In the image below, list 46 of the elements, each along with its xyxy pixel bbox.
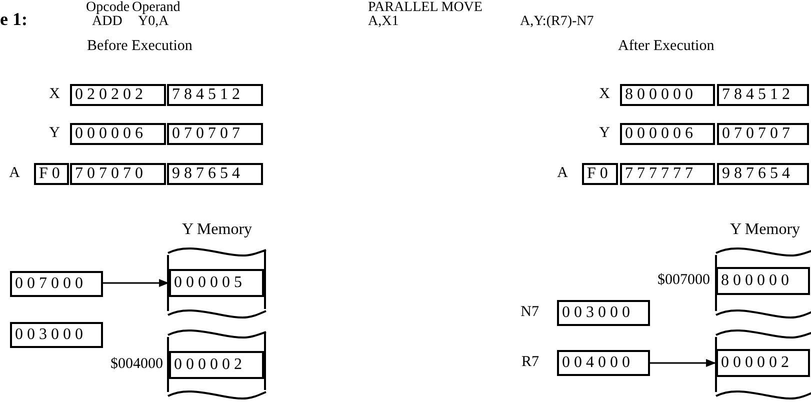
text-label: A,X1 xyxy=(368,14,399,30)
register-cell: 784512 xyxy=(717,84,809,106)
text-label: ADD xyxy=(92,14,122,30)
register-label: A xyxy=(557,165,568,182)
register-cell: 784512 xyxy=(167,84,263,106)
arrow xyxy=(650,359,716,367)
text-label: Opcode xyxy=(86,0,130,16)
register-cell: 020202 xyxy=(70,84,166,106)
memory-cell: 000002 xyxy=(169,351,264,379)
register-cell: 070707 xyxy=(167,123,263,145)
text-label: Operand xyxy=(132,0,180,16)
register-cell: 003000 xyxy=(557,300,650,326)
text-label: A,Y:(R7)-N7 xyxy=(520,14,594,30)
register-cell: F0 xyxy=(34,163,69,185)
register-label: X xyxy=(49,86,60,103)
register-cell: 000006 xyxy=(70,123,166,145)
register-cell: 070707 xyxy=(717,123,809,145)
address-label: $007000 xyxy=(658,272,710,289)
memory-heading: Y Memory xyxy=(728,221,802,239)
memory-cell: 800000 xyxy=(716,267,810,295)
register-cell: 707070 xyxy=(70,163,166,185)
register-cell: 000006 xyxy=(620,123,715,145)
arrow xyxy=(103,279,169,287)
register-label: Y xyxy=(49,125,60,142)
register-label: A xyxy=(9,165,20,182)
text-label: Before Execution xyxy=(87,38,192,54)
register-cell: F0 xyxy=(582,163,618,185)
register-label: N7 xyxy=(520,304,539,321)
register-cell: 777777 xyxy=(620,163,715,185)
memory-cell: 000005 xyxy=(169,269,264,297)
register-label: Y xyxy=(599,125,610,142)
register-label: R7 xyxy=(521,354,539,371)
memory-heading: Y Memory xyxy=(180,221,254,239)
register-cell: 987654 xyxy=(717,163,809,185)
memory-cell: 000002 xyxy=(716,349,810,377)
register-cell: 004000 xyxy=(557,350,650,376)
address-label: $004000 xyxy=(110,356,163,373)
figure-label: e 1: xyxy=(0,10,28,30)
register-cell: 987654 xyxy=(167,163,263,185)
register-cell: 007000 xyxy=(10,271,103,297)
register-label: X xyxy=(599,86,610,103)
text-label: PARALLEL MOVE xyxy=(368,0,482,16)
register-cell: 003000 xyxy=(10,322,103,348)
text-label: After Execution xyxy=(618,38,714,54)
register-cell: 800000 xyxy=(620,84,715,106)
text-label: Y0,A xyxy=(138,14,169,30)
